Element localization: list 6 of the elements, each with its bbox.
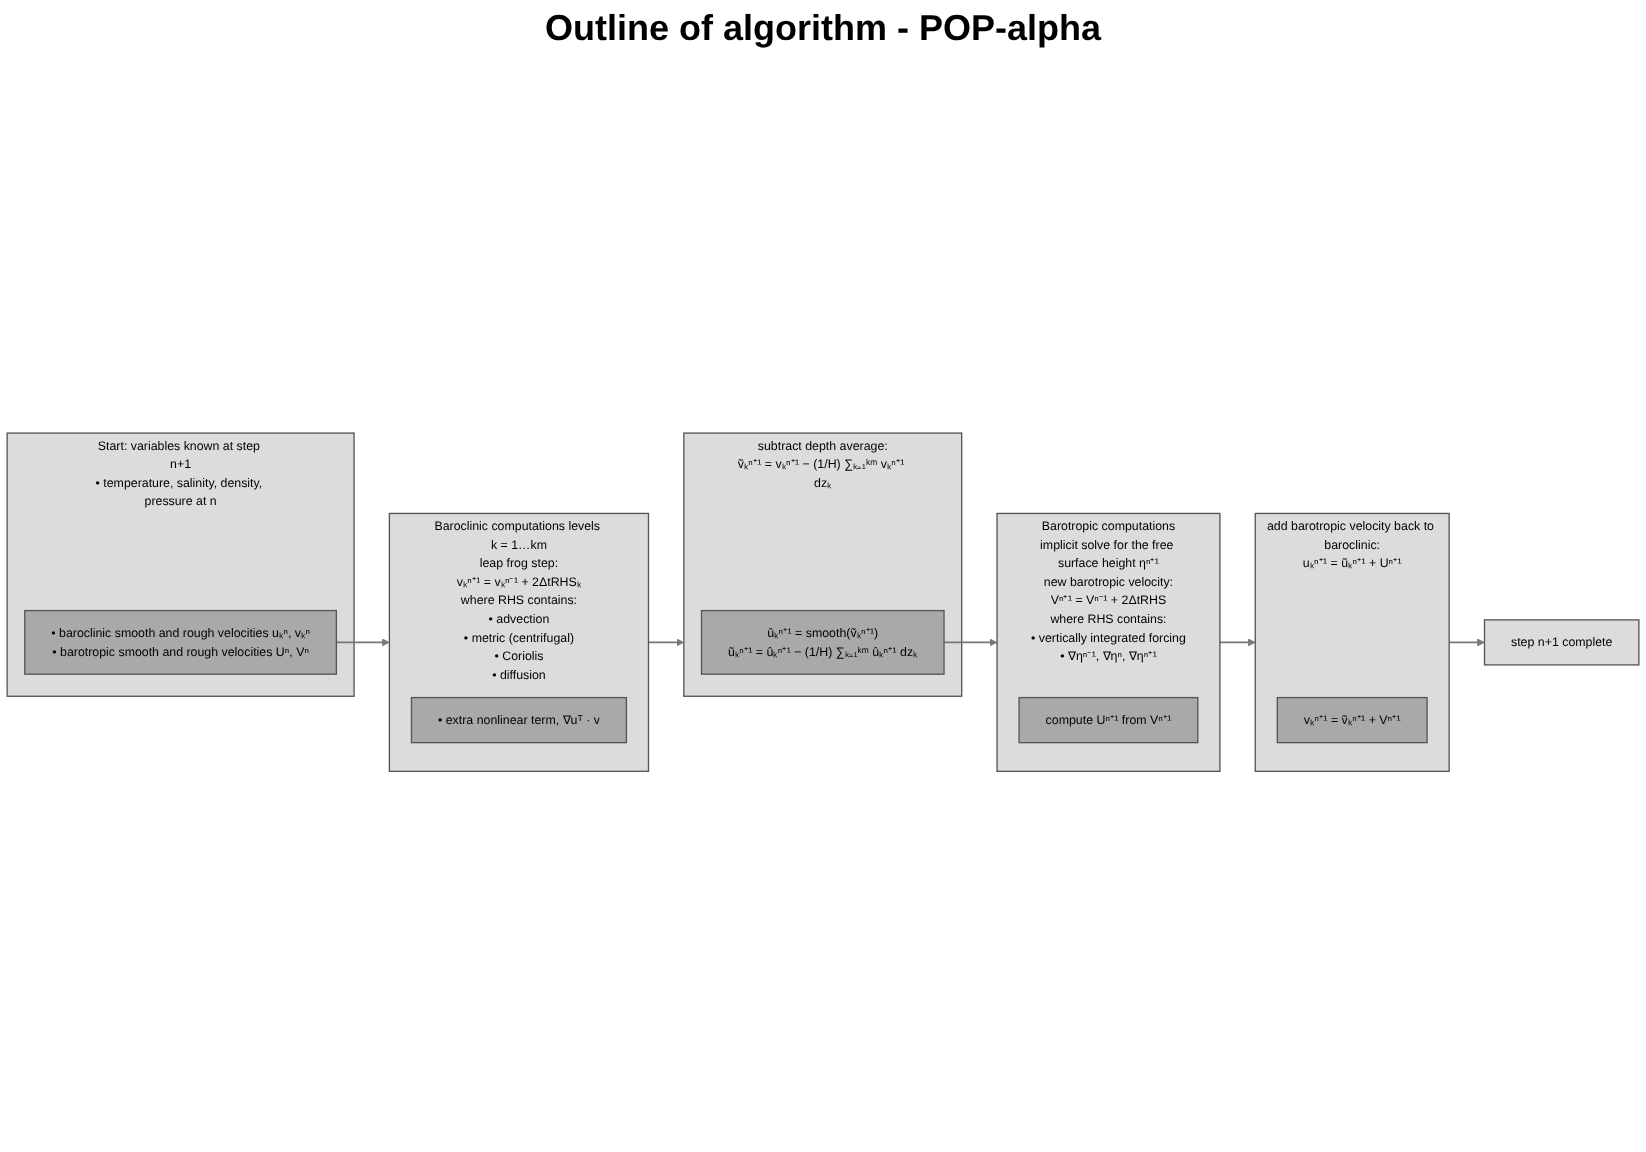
arrow (943, 639, 998, 648)
arrow (1219, 639, 1256, 648)
diagram-title: Outline of algorithm - POP-alpha (544, 8, 1101, 50)
arrow (335, 639, 390, 648)
arrow (1448, 639, 1485, 648)
arrow (647, 639, 685, 648)
